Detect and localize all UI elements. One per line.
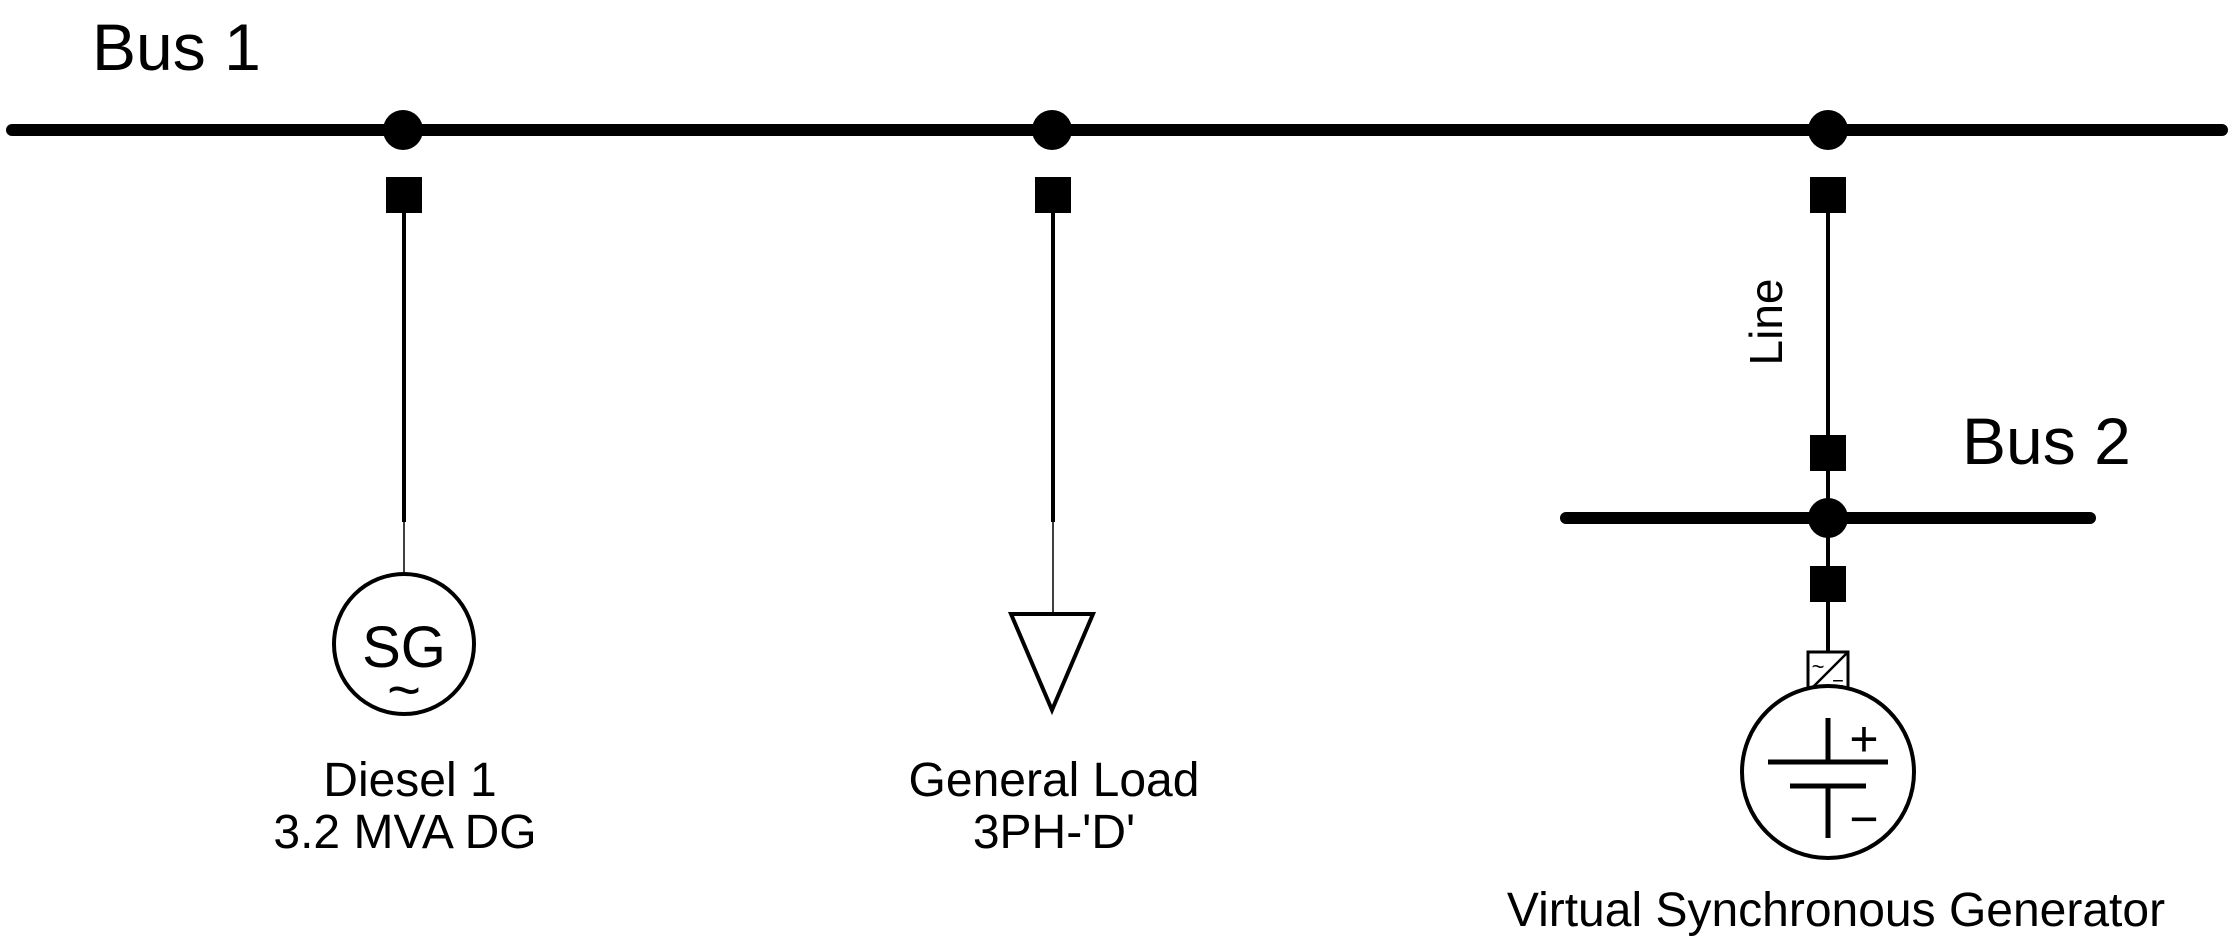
load-feeder: General Load 3PH-'D' — [909, 110, 1200, 859]
vsg-breaker[interactable] — [1810, 566, 1846, 602]
svg-text:SG: SG — [362, 615, 446, 680]
bus-2-label: Bus 2 — [1962, 404, 2131, 478]
battery-source-icon[interactable]: + − — [1740, 684, 1916, 860]
synchronous-generator-icon[interactable]: SG ~ — [332, 572, 476, 723]
diesel-breaker[interactable] — [386, 177, 422, 213]
load-name-label: General Load — [909, 754, 1200, 807]
bus-1-node-load[interactable] — [1032, 110, 1072, 150]
svg-text:~: ~ — [387, 658, 421, 723]
bus-1-node-line[interactable] — [1808, 110, 1848, 150]
battery-plus-sign: + — [1849, 711, 1878, 767]
load-breaker[interactable] — [1035, 177, 1071, 213]
bus-1-node-diesel[interactable] — [383, 110, 423, 150]
svg-text:=: = — [1832, 673, 1844, 695]
diesel-name-label: Diesel 1 — [323, 754, 496, 807]
load-rating-label: 3PH-'D' — [973, 806, 1135, 859]
line-breaker-top[interactable] — [1810, 177, 1846, 213]
battery-minus-sign: − — [1849, 791, 1878, 847]
svg-text:~: ~ — [1812, 654, 1825, 679]
load-triangle-icon[interactable] — [1007, 612, 1097, 716]
line-label: Line — [1740, 279, 1792, 366]
diesel-feeder: SG ~ Diesel 1 3.2 MVA DG — [273, 110, 537, 859]
bus-1-label: Bus 1 — [92, 10, 261, 84]
line-breaker-bottom[interactable] — [1810, 435, 1846, 471]
vsg-name-label: Virtual Synchronous Generator — [1507, 884, 2165, 937]
vsg-feeder: ~ = + − Virtual Synchronous Generator — [1507, 518, 2165, 937]
diesel-rating-label: 3.2 MVA DG — [273, 806, 536, 859]
line-feeder: Line — [1740, 110, 1848, 518]
